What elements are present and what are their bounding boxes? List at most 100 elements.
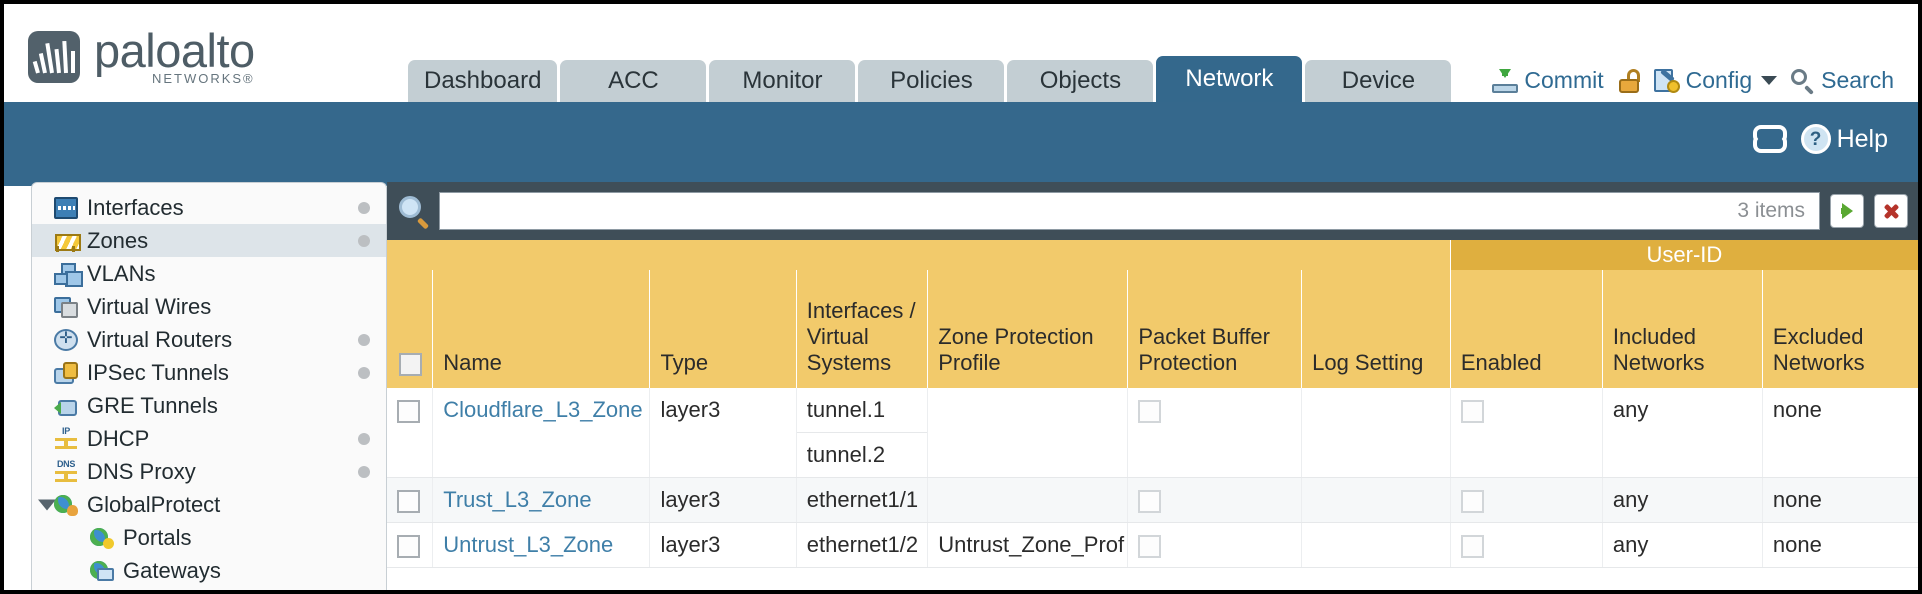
sidebar-item-label: Interfaces <box>87 194 184 220</box>
top-header-bar: paloalto NETWORKS® Dashboard ACC Monitor… <box>4 4 1918 102</box>
column-header-interfaces[interactable]: Interfaces / Virtual Systems <box>795 270 928 388</box>
column-header-packet-buffer-protection[interactable]: Packet Buffer Protection <box>1127 270 1302 388</box>
table-row[interactable]: Untrust_L3_Zone layer3 ethernet1/2 Untru… <box>387 522 1918 568</box>
sidebar-item-dhcp[interactable]: DHCP <box>32 422 386 455</box>
sidebar-item-virtual-routers[interactable]: Virtual Routers <box>32 323 386 356</box>
status-dot <box>358 366 370 379</box>
column-header-name[interactable]: Name <box>432 270 650 388</box>
sidebar-item-label: IPSec Tunnels <box>87 359 229 385</box>
sidebar-item-dns-proxy[interactable]: DNS Proxy <box>32 455 386 488</box>
column-header-zone-protection-profile[interactable]: Zone Protection Profile <box>927 270 1128 388</box>
column-header-type[interactable]: Type <box>649 270 797 388</box>
packet-buffer-protection-checkbox[interactable] <box>1138 534 1162 558</box>
apply-filter-button[interactable] <box>1830 194 1864 228</box>
interfaces-icon <box>54 196 78 219</box>
collapse-triangle-icon[interactable] <box>38 499 56 510</box>
commit-button[interactable]: Commit <box>1492 67 1604 94</box>
gateways-icon <box>90 560 114 582</box>
zone-name-link[interactable]: Trust_L3_Zone <box>443 487 592 512</box>
globalprotect-icon <box>54 494 78 516</box>
cell-included-networks: any <box>1601 522 1763 568</box>
content-panel: 3 items <box>387 182 1918 590</box>
search-button[interactable]: Search <box>1791 67 1894 95</box>
sidebar-item-gateways[interactable]: Gateways <box>32 554 386 587</box>
main-nav-tabs: Dashboard ACC Monitor Policies Objects N… <box>408 56 1452 102</box>
table-row[interactable]: Trust_L3_Zone layer3 ethernet1/1 <box>387 477 1918 523</box>
sidebar-item-gre-tunnels[interactable]: GRE Tunnels <box>32 389 386 422</box>
cell-userid-enabled <box>1449 477 1603 523</box>
row-checkbox[interactable] <box>397 534 420 558</box>
cell-interfaces: ethernet1/2 <box>795 522 928 568</box>
cell-included-networks: any <box>1601 477 1763 523</box>
row-checkbox[interactable] <box>397 489 420 513</box>
table-group-header-row: User-ID <box>387 240 1918 270</box>
cell-name: Untrust_L3_Zone <box>432 522 650 568</box>
table-row[interactable]: Cloudflare_L3_Zone layer3 tunnel.1 tunne… <box>387 388 1918 478</box>
config-icon <box>1653 68 1680 93</box>
dns-proxy-icon <box>54 459 78 483</box>
sidebar-item-label: Virtual Routers <box>87 326 233 352</box>
sidebar-item-zones[interactable]: Zones <box>32 224 386 257</box>
search-icon <box>1791 68 1815 95</box>
sidebar-item-interfaces[interactable]: Interfaces <box>32 191 386 224</box>
gre-tunnels-icon <box>54 395 78 417</box>
packet-buffer-protection-checkbox[interactable] <box>1138 399 1162 423</box>
tab-device[interactable]: Device <box>1305 60 1452 102</box>
cell-log-setting <box>1301 388 1451 478</box>
search-label: Search <box>1821 67 1894 93</box>
sidebar-item-label: DHCP <box>87 425 150 451</box>
tab-objects[interactable]: Objects <box>1007 60 1154 102</box>
userid-enabled-checkbox[interactable] <box>1460 489 1484 513</box>
cell-name: Cloudflare_L3_Zone <box>432 388 650 478</box>
tab-dashboard[interactable]: Dashboard <box>408 60 558 102</box>
tab-acc[interactable]: ACC <box>560 60 707 102</box>
refresh-icon[interactable] <box>1752 125 1787 153</box>
chevron-down-icon <box>1761 76 1778 85</box>
cell-type: layer3 <box>649 522 797 568</box>
sidebar-item-vlans[interactable]: VLANs <box>32 257 386 290</box>
select-all-checkbox[interactable] <box>399 352 422 376</box>
sidebar-item-label: Virtual Wires <box>87 293 212 319</box>
zone-name-link[interactable]: Untrust_L3_Zone <box>443 532 614 557</box>
column-header-excluded-networks[interactable]: Excluded Networks <box>1761 270 1918 388</box>
config-menu[interactable]: Config <box>1653 67 1778 94</box>
cell-log-setting <box>1301 477 1451 523</box>
sidebar-nav: Interfaces Zones VLANs Virtual Wires Vir… <box>31 182 387 590</box>
packet-buffer-protection-checkbox[interactable] <box>1138 489 1162 513</box>
zones-table-wrapper: User-ID Name Type Interfaces / Virtual S… <box>387 240 1918 590</box>
sidebar-item-label: DNS Proxy <box>87 458 196 484</box>
zone-name-link[interactable]: Cloudflare_L3_Zone <box>443 397 643 422</box>
row-select-cell <box>387 388 433 478</box>
lock-icon[interactable] <box>1618 68 1640 93</box>
cell-excluded-networks: none <box>1761 477 1918 523</box>
interface-entry: tunnel.1 <box>796 388 928 433</box>
cell-excluded-networks: none <box>1761 388 1918 478</box>
search-icon[interactable] <box>399 196 430 230</box>
help-button[interactable]: ? Help <box>1800 124 1888 154</box>
interface-entry: ethernet1/2 <box>806 532 919 557</box>
sidebar-item-portals[interactable]: Portals <box>32 521 386 554</box>
row-checkbox[interactable] <box>397 399 420 423</box>
cell-log-setting <box>1301 522 1451 568</box>
tab-network[interactable]: Network <box>1156 56 1303 102</box>
group-header-spacer <box>387 240 1451 270</box>
cell-packet-buffer-protection <box>1127 477 1302 523</box>
cell-packet-buffer-protection <box>1127 388 1302 478</box>
tab-policies[interactable]: Policies <box>858 60 1005 102</box>
sidebar-item-ipsec-tunnels[interactable]: IPSec Tunnels <box>32 356 386 389</box>
userid-enabled-checkbox[interactable] <box>1460 399 1484 423</box>
table-header-row: Name Type Interfaces / Virtual Systems Z… <box>387 270 1918 388</box>
sidebar-item-virtual-wires[interactable]: Virtual Wires <box>32 290 386 323</box>
column-header-included-networks[interactable]: Included Networks <box>1601 270 1763 388</box>
column-header-enabled[interactable]: Enabled <box>1449 270 1603 388</box>
clear-filter-button[interactable] <box>1874 194 1908 228</box>
column-header-log-setting[interactable]: Log Setting <box>1301 270 1451 388</box>
help-label: Help <box>1836 124 1888 153</box>
userid-enabled-checkbox[interactable] <box>1460 534 1484 558</box>
clear-filter-x-icon <box>1881 201 1901 221</box>
tab-monitor[interactable]: Monitor <box>709 60 856 102</box>
search-input[interactable] <box>454 199 1738 223</box>
vlans-icon <box>54 262 78 285</box>
sidebar-item-globalprotect[interactable]: GlobalProtect <box>32 488 386 521</box>
group-header-userid: User-ID <box>1449 240 1918 270</box>
